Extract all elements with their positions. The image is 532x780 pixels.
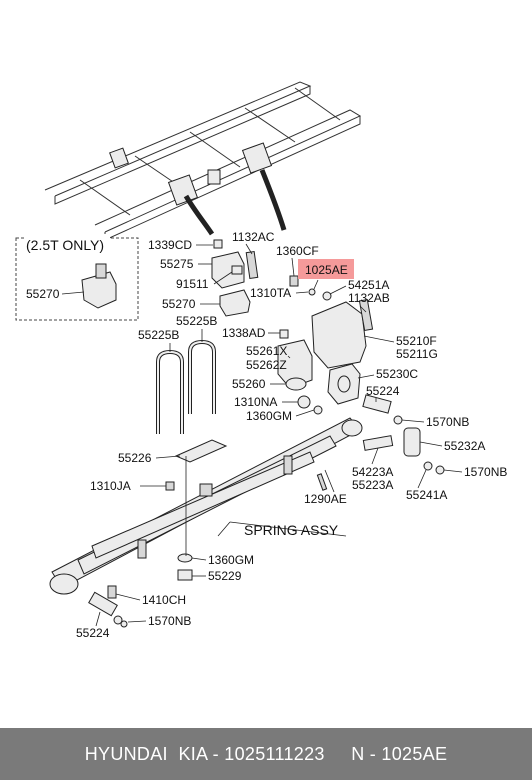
- highlight-1025ae: [298, 259, 354, 279]
- label-55275: 55275: [160, 257, 194, 271]
- label-1025ae: 1025AE: [305, 263, 348, 277]
- label-55225b-a: 55225B: [138, 328, 179, 342]
- label-1310na: 1310NA: [234, 395, 277, 409]
- label-55262z: 55262Z: [246, 358, 287, 372]
- label-1339cd: 1339CD: [148, 238, 192, 252]
- label-55230c: 55230C: [376, 367, 418, 381]
- u-bolts: [156, 339, 228, 463]
- label-55223a: 55223A: [352, 478, 393, 492]
- label-1132ab: 1132AB: [348, 291, 390, 305]
- label-1132ac: 1132AC: [232, 230, 275, 244]
- label-1310ja: 1310JA: [90, 479, 131, 493]
- footer-part-number: HYUNDAI KIA - 1025111223 N - 1025AE: [0, 728, 532, 780]
- label-91511: 91511: [176, 277, 209, 291]
- parts-diagram: (2.5T ONLY) 55270 1025AE: [15, 81, 507, 640]
- label-55211g: 55211G: [396, 347, 438, 361]
- inset-2-5t-only: (2.5T ONLY) 55270: [15, 234, 139, 321]
- label-55241a: 55241A: [406, 488, 447, 502]
- upper-brackets: 1025AE: [211, 239, 445, 493]
- label-55270-inset: 55270: [26, 287, 60, 301]
- label-1570nb-top: 1570NB: [426, 415, 469, 429]
- label-55226: 55226: [118, 451, 152, 465]
- leaf-spring: [49, 417, 363, 628]
- label-54251a: 54251A: [348, 278, 389, 292]
- label-1338ad: 1338AD: [222, 326, 266, 340]
- label-55260: 55260: [232, 377, 266, 391]
- label-1410ch: 1410CH: [142, 593, 186, 607]
- label-55210f: 55210F: [396, 334, 437, 348]
- label-55270: 55270: [162, 297, 196, 311]
- label-1360cf: 1360CF: [276, 244, 319, 258]
- label-55261x: 55261X: [246, 344, 287, 358]
- label-55225b-b: 55225B: [176, 314, 217, 328]
- label-55224-bot: 55224: [76, 626, 110, 640]
- part-labels: 1339CD 1132AC 1360CF 55275 91511 55270 1…: [76, 230, 507, 640]
- spring-assy-label: SPRING ASSY: [244, 522, 339, 538]
- label-55229: 55229: [208, 569, 242, 583]
- label-1310ta: 1310TA: [250, 286, 291, 300]
- label-55232a: 55232A: [444, 439, 485, 453]
- inset-title: (2.5T ONLY): [26, 237, 104, 253]
- label-55224-top: 55224: [366, 384, 400, 398]
- label-54223a: 54223A: [352, 465, 393, 479]
- label-1570nb-bot: 1570NB: [148, 614, 191, 628]
- label-1290ae: 1290AE: [304, 492, 347, 506]
- label-1360gm-top: 1360GM: [246, 409, 292, 423]
- label-1360gm-bot: 1360GM: [208, 553, 254, 567]
- label-1570nb-mid: 1570NB: [464, 465, 507, 479]
- vehicle-frame: [44, 81, 362, 241]
